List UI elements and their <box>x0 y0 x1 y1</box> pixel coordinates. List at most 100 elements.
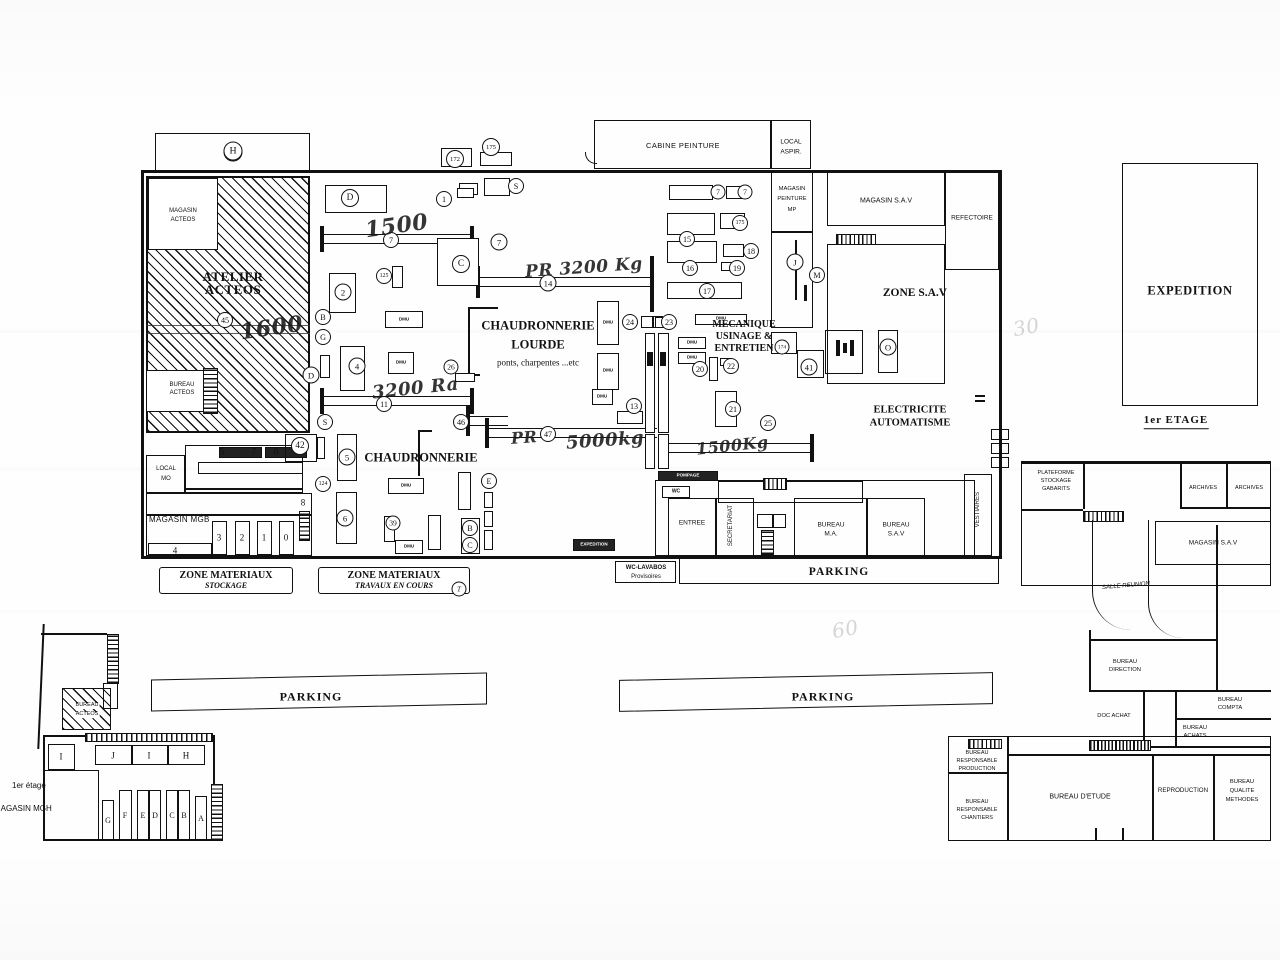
label-atelier-acteos-1: ATELIER <box>202 269 264 285</box>
label-plateforme-3: GABARITS <box>1042 486 1070 493</box>
label-bureau-resp-chant-1: BUREAU <box>965 799 989 806</box>
mgb-inner-shelf <box>198 462 303 474</box>
crane-rail-6 <box>668 443 813 453</box>
machine-20 <box>709 357 718 381</box>
equipment-tag-7: 7 <box>490 233 508 251</box>
wall-bottom <box>141 556 1002 559</box>
mgb-shelf-b <box>265 447 307 458</box>
label-refectoire: REFECTOIRE <box>951 214 993 222</box>
label-doc-achat: DOC ACHAT <box>1097 712 1131 719</box>
wall-stub-5 <box>418 430 432 432</box>
office-lower-wing <box>948 736 1271 841</box>
label-atelier-acteos-2: ACTEOS <box>204 282 262 298</box>
press-col-lower-r <box>658 434 669 469</box>
stairs-lower-left-right <box>211 784 223 841</box>
equipment-tag-j: J <box>786 253 804 271</box>
label-expedition-small: EXPEDITION <box>580 541 608 547</box>
office-wall-v1 <box>1083 461 1085 509</box>
crane-rail-2-cap-right <box>650 256 654 312</box>
wall-stub-4 <box>418 430 420 476</box>
room-local-aspir <box>771 120 811 169</box>
zone-sav-outline <box>827 244 945 384</box>
equipment-tag-h: H <box>223 141 243 161</box>
wall-stub-2 <box>468 307 498 309</box>
mgb-bay-0 <box>279 521 294 555</box>
label-wc-lavabos-1: WC-LAVABOS <box>625 564 667 571</box>
office-lower-v2 <box>1152 754 1154 841</box>
machine-e-rack-2 <box>484 511 493 527</box>
label-wc-lavabos-2: Provisoires <box>631 573 661 580</box>
mgb-sep <box>185 488 303 490</box>
label-dmu-low-1: DMU <box>400 482 412 488</box>
bay-e <box>137 790 149 841</box>
room-wc <box>662 486 690 498</box>
equipment-tag-b: B <box>462 520 478 536</box>
label-a-lower: A <box>198 813 204 823</box>
label-expedition-caption: 1er ETAGE <box>1143 415 1209 429</box>
equipment-tag-7: 7 <box>737 184 753 200</box>
label-plateforme-1: PLATEFORME <box>1037 470 1075 477</box>
office-lower-v5 <box>1095 828 1097 841</box>
label-dmu-3: DMU <box>596 393 608 399</box>
bay-f <box>119 790 132 841</box>
equipment-tag-o: O <box>879 338 897 356</box>
crane-rail-atelier-b <box>146 333 310 334</box>
label-wc: WC <box>671 488 681 495</box>
room-pompage <box>658 471 718 481</box>
label-chaudronnerie-lourde-3: ponts, charpentes ...etc <box>497 357 579 368</box>
label-bureau-qualite-3: METHODES <box>1225 796 1259 803</box>
label-secretariat: SECRETARIAT <box>728 505 734 547</box>
label-zone-mat-stock-2: STOCKAGE <box>204 580 248 590</box>
machine-e-rack-1 <box>484 492 493 508</box>
building-expedition <box>1122 163 1258 406</box>
mgb-long-shelf <box>148 543 212 555</box>
machine-dmu-mec <box>695 314 747 325</box>
label-dmu-mec3: DMU <box>686 354 698 360</box>
office-wall-h5 <box>1175 718 1271 720</box>
label-magasin-sav-office: MAGASIN S.A.V <box>1188 539 1238 547</box>
label-j: J <box>111 750 115 761</box>
label-bureau-etude: BUREAU D'ETUDE <box>1049 793 1111 801</box>
label-1er-etage-lower: 1er étage <box>12 781 46 790</box>
machine-dmu-big-1 <box>597 301 619 345</box>
bay-number-5: 5 <box>219 446 225 457</box>
room-entree <box>668 498 716 556</box>
room-bureau-acteos-lower <box>62 688 111 730</box>
room-magasin-mgb <box>146 493 312 556</box>
label-chaudronnerie-lourde-2: LOURDE <box>511 337 565 352</box>
office-lower-v4 <box>1122 828 1124 841</box>
handwritten-note-8: 60 <box>830 614 861 644</box>
bay-number-1: 1 <box>261 532 267 543</box>
equipment-tag-20: 20 <box>692 361 708 377</box>
machine-1 <box>457 188 474 198</box>
label-e: E <box>140 810 146 820</box>
machine-dmu-low-2 <box>395 540 423 554</box>
equipment-tag-124: 124 <box>315 476 331 492</box>
office-lower-h2 <box>1007 754 1271 756</box>
stairs-secretariat <box>761 530 774 555</box>
bay-number-2: 2 <box>239 532 245 543</box>
label-bureau-acteos-2: ACTEOS <box>169 389 195 396</box>
equipment-tag-26: 26 <box>443 359 459 375</box>
wall-top <box>141 170 1002 173</box>
equipment-tag-b: B <box>315 309 331 325</box>
machine-small-left <box>320 355 330 378</box>
room-i-lower <box>48 744 75 770</box>
label-magasin-acteos-1: MAGASIN <box>169 207 197 214</box>
office-wall-v5 <box>1216 525 1218 690</box>
wall-right <box>999 170 1002 558</box>
corridor-j-m <box>771 232 813 328</box>
equipment-tag-16: 16 <box>682 260 698 276</box>
mark-right-1 <box>975 395 985 397</box>
label-b-lower: B <box>181 810 187 820</box>
bay-b <box>178 790 190 841</box>
bay-number-3: 3 <box>216 532 222 543</box>
label-magasin-peinture-1: MAGASIN <box>778 185 806 192</box>
label-parking-lower-center: PARKING <box>791 689 855 704</box>
label-magasin-mgb: MAGASIN MGB <box>149 515 210 524</box>
office-lower-h1 <box>948 772 1007 774</box>
bay-number-7: 7 <box>251 446 257 457</box>
equipment-tag-14: 14 <box>539 274 557 292</box>
label-bureau-resp-chant-3: CHANTIERS <box>961 815 993 822</box>
